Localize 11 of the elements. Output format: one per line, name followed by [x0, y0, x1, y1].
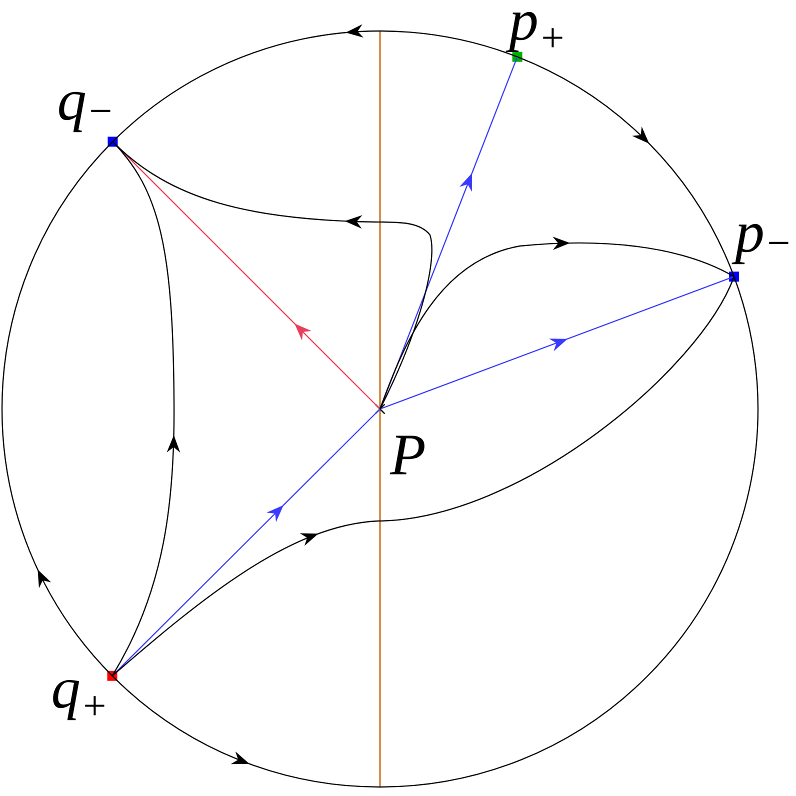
trajectory	[517, 56, 735, 278]
point-label: q$_{+}$	[53, 680, 104, 720]
point-label: p$_{+}$	[506, 12, 562, 52]
trajectory	[2, 141, 114, 676]
point-label: q$_{−}$	[59, 92, 110, 132]
trajectory	[112, 276, 758, 788]
point-label: P	[390, 436, 424, 474]
trajectory	[380, 276, 734, 410]
trajectory	[379, 236, 734, 410]
trajectory	[112, 276, 735, 676]
point-label: p$_{−}$	[732, 224, 788, 264]
